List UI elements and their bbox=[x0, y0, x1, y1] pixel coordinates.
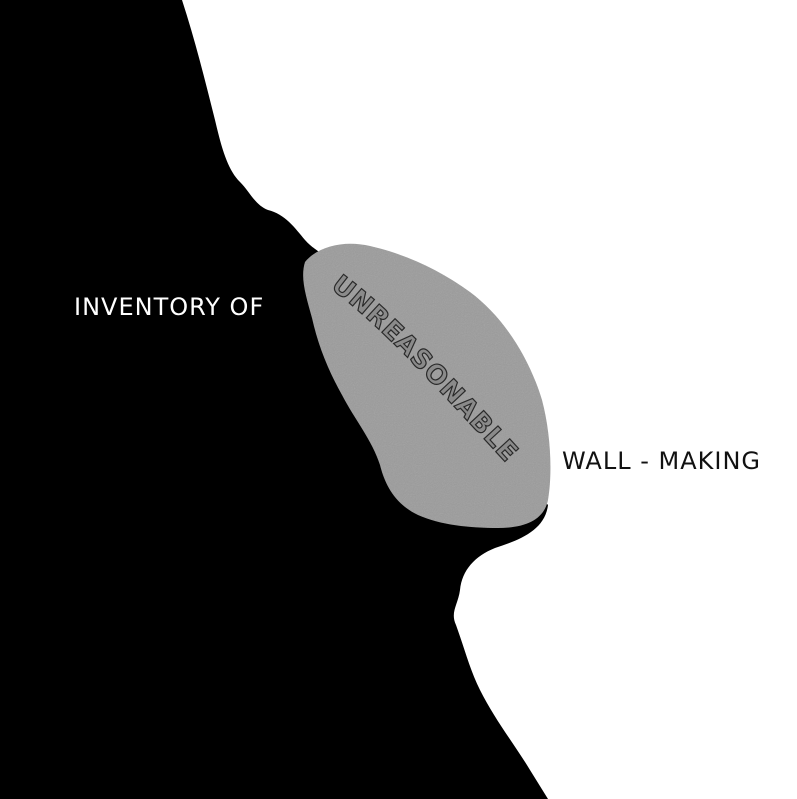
inventory-of-label: INVENTORY OF bbox=[74, 293, 265, 321]
black-silhouette bbox=[0, 0, 548, 799]
grey-stone bbox=[303, 243, 551, 529]
wall-making-label: WALL - MAKING bbox=[562, 447, 761, 475]
